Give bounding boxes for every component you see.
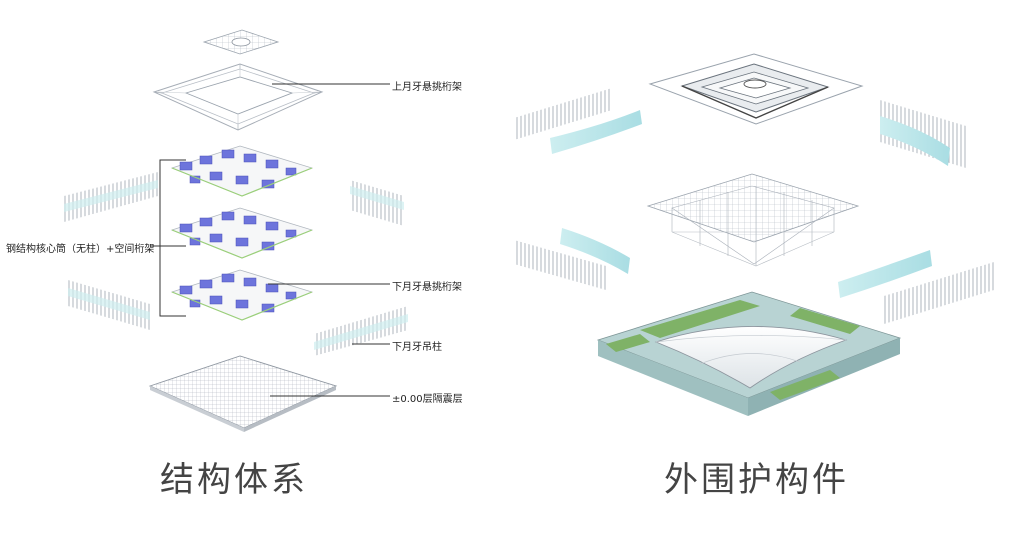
frame-grid (646, 173, 860, 267)
core-tube-floor-2 (170, 207, 314, 259)
caption-envelope-components: 外围护构件 (664, 460, 849, 500)
label-lower-cantilever-truss: 下月牙悬挑桁架 (392, 282, 462, 293)
label-upper-cantilever-truss: 上月牙悬挑桁架 (392, 82, 462, 93)
core-tube-floor-3 (170, 269, 314, 321)
label-lower-hanging-columns: 下月牙吊柱 (392, 342, 442, 353)
lower-hanging-columns (64, 172, 408, 356)
upper-cantilever-truss-frame (152, 63, 324, 131)
base-podium-with-membrane (596, 291, 902, 416)
label-core-tube: 钢结构核心筒（无柱）+空间桁架 (6, 244, 155, 255)
glass-curtain-panels (514, 88, 994, 324)
callout-leaders (150, 83, 390, 397)
top-slab-with-opening (202, 29, 280, 55)
core-tube-floor-1 (170, 145, 314, 197)
isolation-layer-slab (148, 355, 338, 432)
envelope-components-panel (514, 53, 994, 416)
structural-system-panel (64, 29, 408, 432)
label-isolation-layer: ±0.00层隔震层 (392, 394, 463, 405)
roof-ring (648, 53, 864, 125)
caption-structural-system: 结构体系 (160, 460, 308, 500)
